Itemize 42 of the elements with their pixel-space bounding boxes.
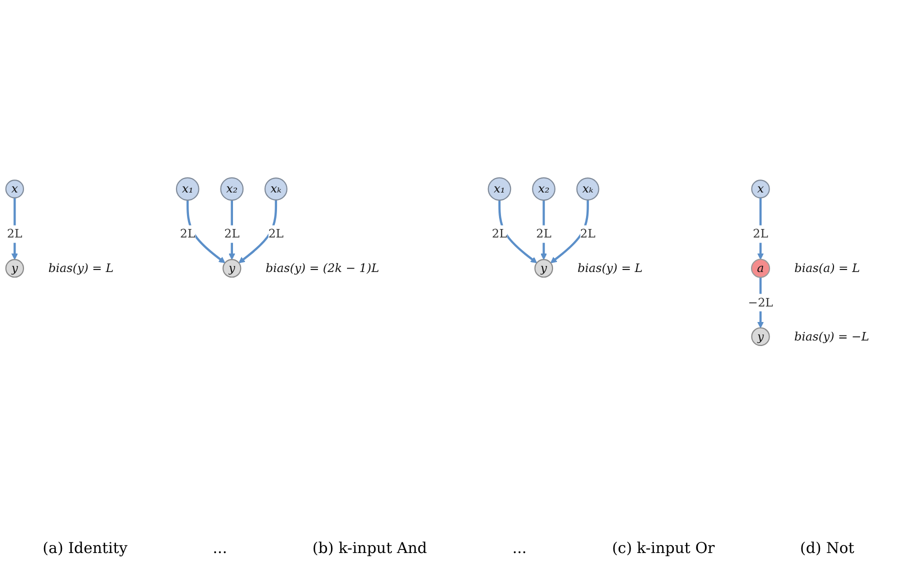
arrow	[238, 200, 278, 264]
edge-label: 2L	[536, 227, 552, 241]
caption-text: ...	[212, 539, 228, 557]
arrow	[550, 200, 589, 264]
node-circle	[751, 328, 770, 346]
node-label: bias(y) = L	[48, 261, 114, 276]
node-circle	[264, 178, 288, 201]
arrow	[757, 198, 764, 260]
node-label: bias(y) = (2k − 1)L	[266, 261, 380, 276]
arrow	[540, 200, 547, 260]
edge-label: 2L	[268, 227, 284, 241]
edge-label: 2L	[752, 227, 768, 241]
node-circle	[534, 259, 554, 278]
node-circle	[5, 259, 24, 278]
node-circle	[220, 178, 244, 202]
caption-text: (a) Identity	[42, 539, 128, 557]
node-label: bias(y) = L	[577, 261, 643, 276]
arrow	[228, 200, 236, 260]
caption-text: ...	[512, 539, 527, 557]
edge-label: 2L	[224, 227, 240, 241]
edge-label: 2L	[180, 227, 196, 241]
node-label: bias(y) = −L	[794, 330, 870, 344]
edge-label: 2L	[580, 227, 596, 241]
node-circle	[576, 178, 600, 201]
caption-text: (c) k-input Or	[612, 539, 715, 557]
node-circle	[176, 178, 200, 202]
node-circle	[5, 180, 24, 199]
arrow	[498, 200, 538, 264]
arrow	[186, 200, 226, 264]
node-circle	[751, 180, 770, 199]
node-circle	[488, 178, 512, 202]
diagram-drawing: 2L 2L 2L 2L 2L 2L 2L 2L −2L x y bias(y) = L x₁ x₂ xₖ y bias(y) = (2k − 1)L x₁ x₂ xₖ y bias(y) = L x a bias(a) = L y bias(y) = −L	[0, 172, 897, 363]
edge-label: 2L	[492, 227, 508, 241]
node-circle	[222, 259, 242, 278]
edge-label: 2L	[7, 227, 22, 241]
caption-text: (b) k-input And	[312, 539, 427, 557]
node-label: bias(a) = L	[794, 261, 860, 276]
node-circle	[532, 178, 556, 202]
caption-text: (d) Not	[800, 539, 854, 557]
arrow	[11, 198, 18, 260]
node-circle	[751, 259, 770, 278]
edge-label: −2L	[748, 296, 774, 310]
